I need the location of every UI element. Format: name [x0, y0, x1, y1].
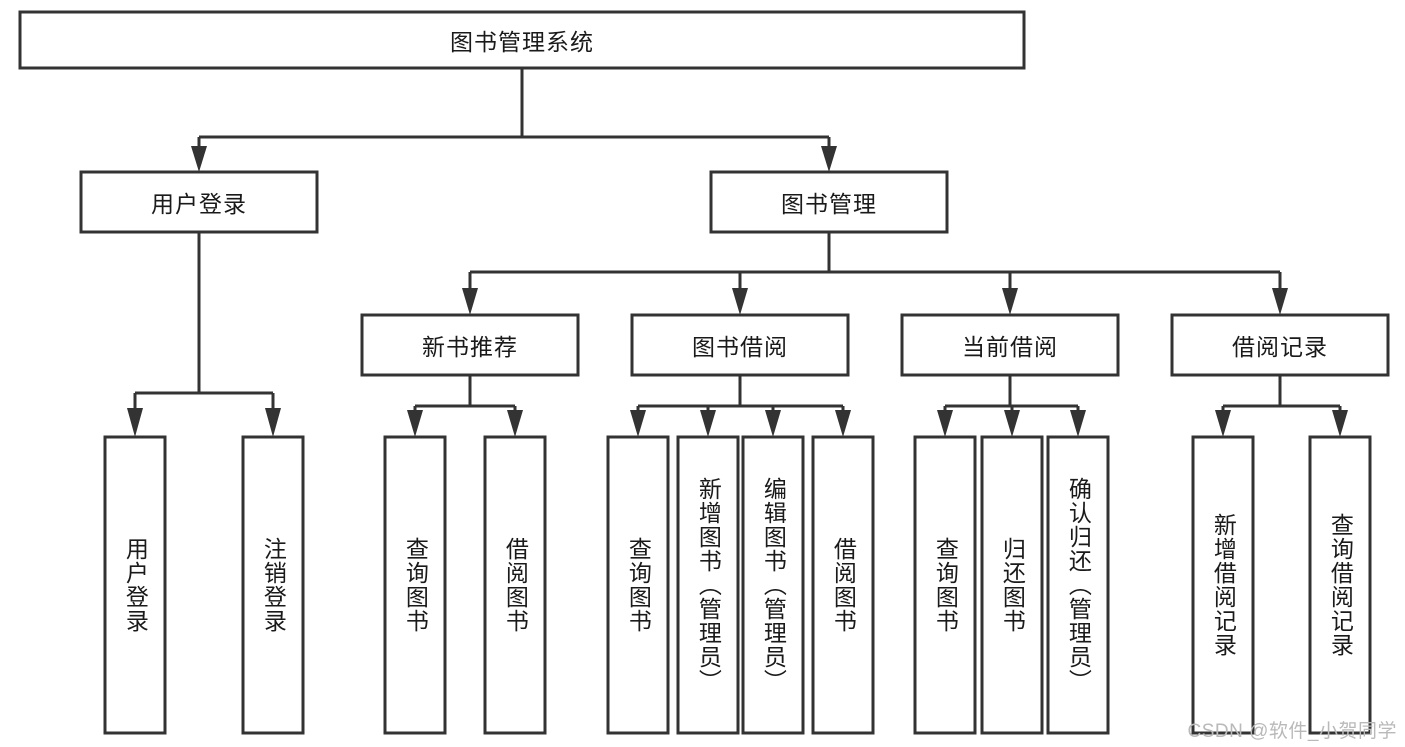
arrow-head-to-leaf-edit-book [765, 410, 781, 437]
arrow-head-to-leaf-add-record [1215, 410, 1231, 437]
node-box-leaf-confirm-return[interactable] [1046, 435, 1110, 735]
arrow-head-to-borrow-record [1272, 288, 1288, 315]
node-box-new-book-rec[interactable] [360, 313, 580, 377]
arrow-head-to-leaf-return-book [1004, 410, 1020, 437]
arrow-head-root-to-book-manage [821, 146, 837, 172]
node-box-leaf-borrow-book-2[interactable] [811, 435, 875, 735]
node-box-book-manage[interactable] [709, 170, 949, 234]
arrow-head-to-leaf-query-book-2 [630, 410, 646, 437]
node-box-leaf-add-book[interactable] [676, 435, 740, 735]
node-box-book-borrow[interactable] [630, 313, 850, 377]
connector-book-manage-to-level3 [462, 232, 1288, 315]
node-box-borrow-record[interactable] [1170, 313, 1390, 377]
arrow-head-to-leaf-confirm-return [1070, 410, 1086, 437]
node-box-leaf-query-book-1[interactable] [383, 435, 447, 735]
node-box-leaf-user-logout[interactable] [241, 435, 305, 735]
arrow-head-root-to-user-login [191, 146, 207, 172]
arrow-head-to-leaf-query-record [1332, 410, 1348, 437]
connector-borrow-record-to-leaves [1215, 375, 1348, 437]
node-box-leaf-query-book-3[interactable] [913, 435, 977, 735]
arrow-head-to-leaf-add-book [700, 410, 716, 437]
arrow-head-to-leaf-borrow-book-1 [507, 410, 523, 437]
node-box-leaf-return-book[interactable] [980, 435, 1044, 735]
node-box-user-login[interactable] [79, 170, 319, 234]
node-box-current-borrow[interactable] [900, 313, 1120, 377]
arrow-head-to-leaf-user-login [127, 408, 143, 437]
node-box-leaf-borrow-book-1[interactable] [483, 435, 547, 735]
arrow-head-to-leaf-borrow-book-2 [835, 410, 851, 437]
arrow-head-to-book-borrow [732, 288, 748, 315]
node-box-root[interactable] [18, 10, 1026, 70]
arrow-head-to-current-borrow [1002, 288, 1018, 315]
node-box-leaf-query-record[interactable] [1308, 435, 1372, 735]
connector-user-login-to-leaves [127, 232, 281, 437]
connector-root-to-level2 [191, 68, 837, 172]
arrow-head-to-leaf-query-book-3 [937, 410, 953, 437]
arrow-head-to-new-book-rec [462, 288, 478, 315]
connector-new-book-rec-to-leaves [407, 375, 523, 437]
node-box-leaf-edit-book[interactable] [741, 435, 805, 735]
arrow-head-to-leaf-query-book-1 [407, 410, 423, 437]
node-box-leaf-user-login[interactable] [103, 435, 167, 735]
arrow-head-to-leaf-user-logout [265, 408, 281, 437]
node-box-leaf-add-record[interactable] [1191, 435, 1255, 735]
connector-book-borrow-to-leaves [630, 375, 851, 437]
watermark-text: CSDN @软件_小贺同学 [1187, 721, 1397, 742]
node-box-leaf-query-book-2[interactable] [606, 435, 670, 735]
connector-current-borrow-to-leaves [937, 375, 1086, 437]
